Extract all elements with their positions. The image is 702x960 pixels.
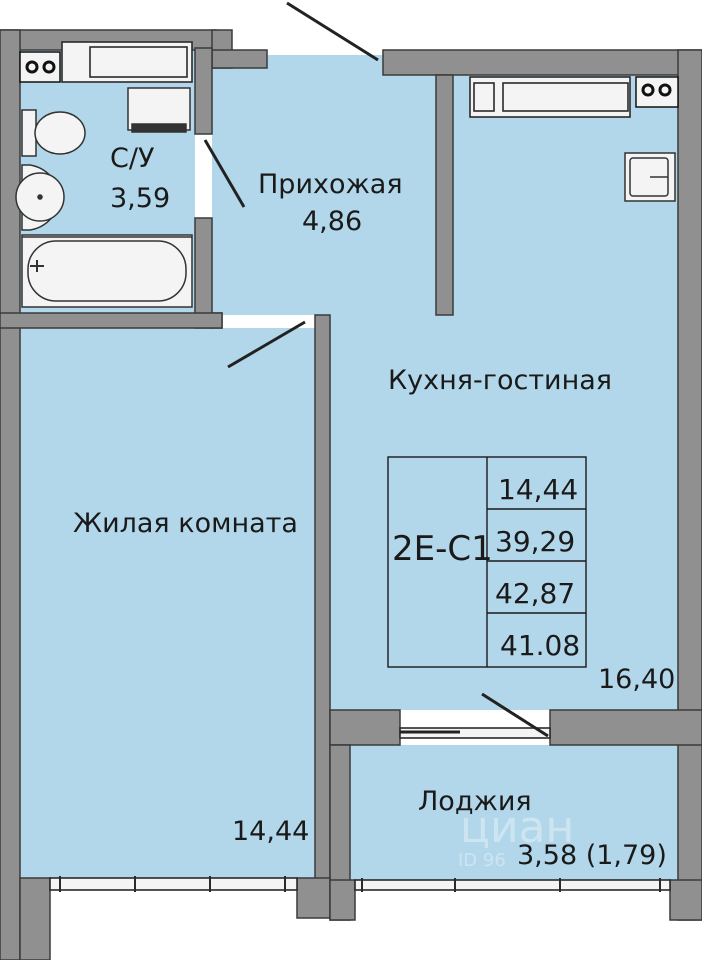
window-ticks: [59, 876, 661, 892]
burner-1: [25, 60, 39, 74]
wall-loggia-bottom-r: [669, 879, 702, 921]
window-bedroom: [49, 877, 298, 891]
summary-value-1: 14,44: [498, 473, 578, 506]
summary-value-4: 41.08: [500, 629, 580, 662]
burner-2: [42, 60, 56, 74]
toilet-tank-icon: [21, 109, 37, 157]
toilet-bowl-icon: [34, 111, 86, 155]
summary-table: [387, 456, 587, 668]
stove-icon: [19, 51, 679, 108]
loggia-door-icon: [481, 692, 549, 738]
loggia-area: 3,58 (1,79): [517, 840, 667, 871]
sink-drain: [37, 194, 43, 200]
floor-loggia: [350, 745, 678, 880]
wall-bedroom-bottom: [19, 877, 51, 960]
windows: [49, 41, 671, 891]
wall-bedroom-right: [314, 314, 331, 896]
wall-kitchen-partition: [435, 74, 454, 316]
burner-3: [641, 83, 655, 97]
wall-kitchen-bottom-right: [549, 709, 702, 746]
kitchen-name: Кухня-гостиная: [388, 365, 612, 396]
bathroom-fixtures: [15, 87, 193, 308]
walls: [0, 29, 702, 960]
loggia-name: Лоджия: [418, 786, 532, 817]
wall-top-right: [382, 49, 702, 76]
wall-loggia-bottom: [329, 879, 356, 921]
summary-value-2: 39,29: [495, 525, 575, 558]
wall-bath-bottom: [0, 312, 223, 329]
wall-left: [0, 29, 21, 960]
window-kitchen-top-l: [473, 82, 495, 112]
bathtub-inner: [27, 240, 187, 302]
bedroom-door-icon: [227, 320, 306, 369]
entrance-door-icon: [286, 1, 379, 62]
doors: [203, 1, 549, 738]
labels: С/У 3,59 Прихожая 4,86 Кухня-гостиная 16…: [73, 143, 675, 871]
watermark-text: циан: [460, 802, 574, 853]
wall-kitchen-bottom-left: [329, 709, 401, 746]
wall-bath-right-upper: [194, 47, 213, 135]
kitchen-sink-icon: [624, 152, 676, 202]
hallway-area: 4,86: [302, 206, 362, 237]
bath-tap-icon: [30, 260, 44, 272]
bedroom-area: 14,44: [232, 816, 309, 847]
room-floors: [20, 48, 678, 880]
wall-bedroom-bottom-r: [296, 877, 331, 919]
window-bath-top-inner: [89, 46, 188, 78]
window-loggia: [354, 879, 671, 891]
bathroom-door-icon: [203, 139, 246, 208]
bathroom-area: 3,59: [110, 183, 170, 214]
burner-4: [658, 83, 672, 97]
hallway-name: Прихожая: [258, 169, 403, 200]
summary-value-3: 42,87: [495, 577, 575, 610]
washing-machine-base: [131, 123, 187, 133]
bedroom-name: Жилая комната: [73, 508, 298, 539]
washing-machine-icon: [127, 87, 191, 131]
floor-bedroom: [20, 328, 315, 878]
window-kitchen-top-inner: [502, 82, 629, 112]
summary-code: 2Е-С1: [392, 529, 493, 569]
watermark-id: ID 96: [458, 850, 506, 871]
wall-right: [677, 49, 702, 921]
wall-bath-right-lower: [194, 217, 213, 329]
bathroom-name: С/У: [110, 143, 154, 174]
wall-top-step2: [211, 49, 268, 69]
kitchen-area: 16,40: [598, 664, 675, 695]
